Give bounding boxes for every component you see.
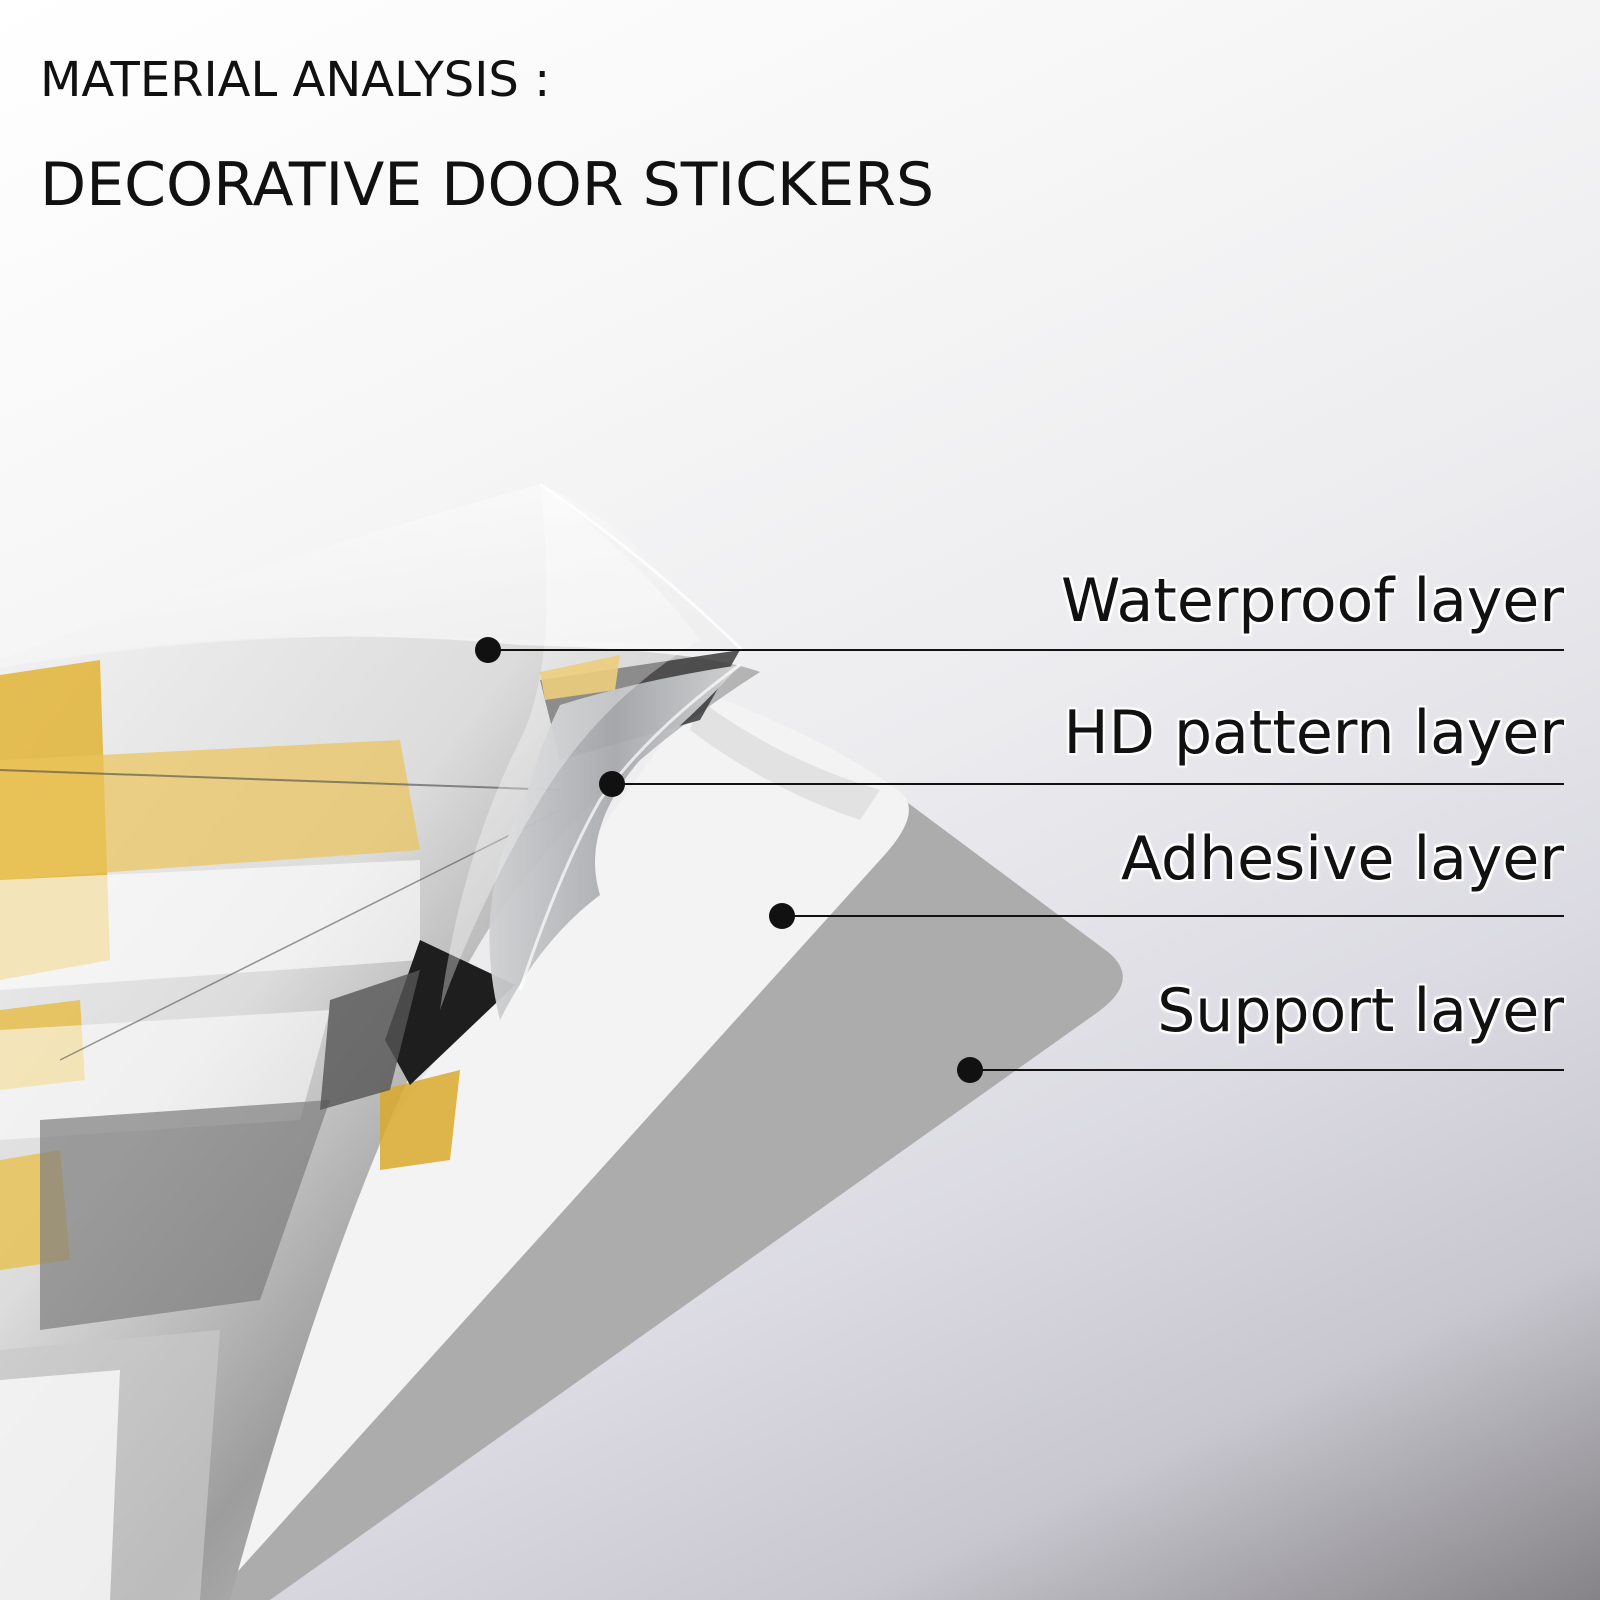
hd-pattern-curl <box>489 665 740 1020</box>
waterproof-layer-curl <box>440 484 700 1010</box>
callout-waterproof <box>475 637 1564 663</box>
callout-dot <box>769 903 795 929</box>
paint-yellow-stroke <box>380 1070 460 1170</box>
adhesive-layer-label: Adhesive layer <box>1121 824 1564 894</box>
callout-adhesive <box>769 903 1564 929</box>
paint-white-stroke <box>0 860 420 990</box>
adhesive-layer-fold <box>690 700 880 820</box>
paint-yellow-stroke <box>540 655 620 700</box>
callout-support <box>957 1057 1564 1083</box>
callout-dot <box>599 771 625 797</box>
page-title: MATERIAL ANALYSIS : <box>40 52 551 108</box>
page-subtitle: DECORATIVE DOOR STICKERS <box>40 150 935 220</box>
paint-white-stroke <box>0 1370 120 1600</box>
paint-frame-line <box>0 769 561 791</box>
waterproof-layer-edge <box>539 482 744 652</box>
paint-yellow-stroke <box>0 740 420 880</box>
support-layer-label: Support layer <box>1157 976 1564 1046</box>
paint-dark-stroke <box>320 970 420 1110</box>
waterproof-layer-label: Waterproof layer <box>1061 566 1564 636</box>
paint-frame-line <box>59 809 561 1061</box>
hd-pattern-layer-label: HD pattern layer <box>1063 698 1564 768</box>
callout-dot <box>957 1057 983 1083</box>
callout-dot <box>475 637 501 663</box>
waterproof-layer-sheet <box>0 484 742 668</box>
callout-hd-pattern <box>599 771 1564 797</box>
hd-pattern-curl-edge <box>518 663 741 991</box>
paint-gray-stroke <box>40 1100 330 1330</box>
